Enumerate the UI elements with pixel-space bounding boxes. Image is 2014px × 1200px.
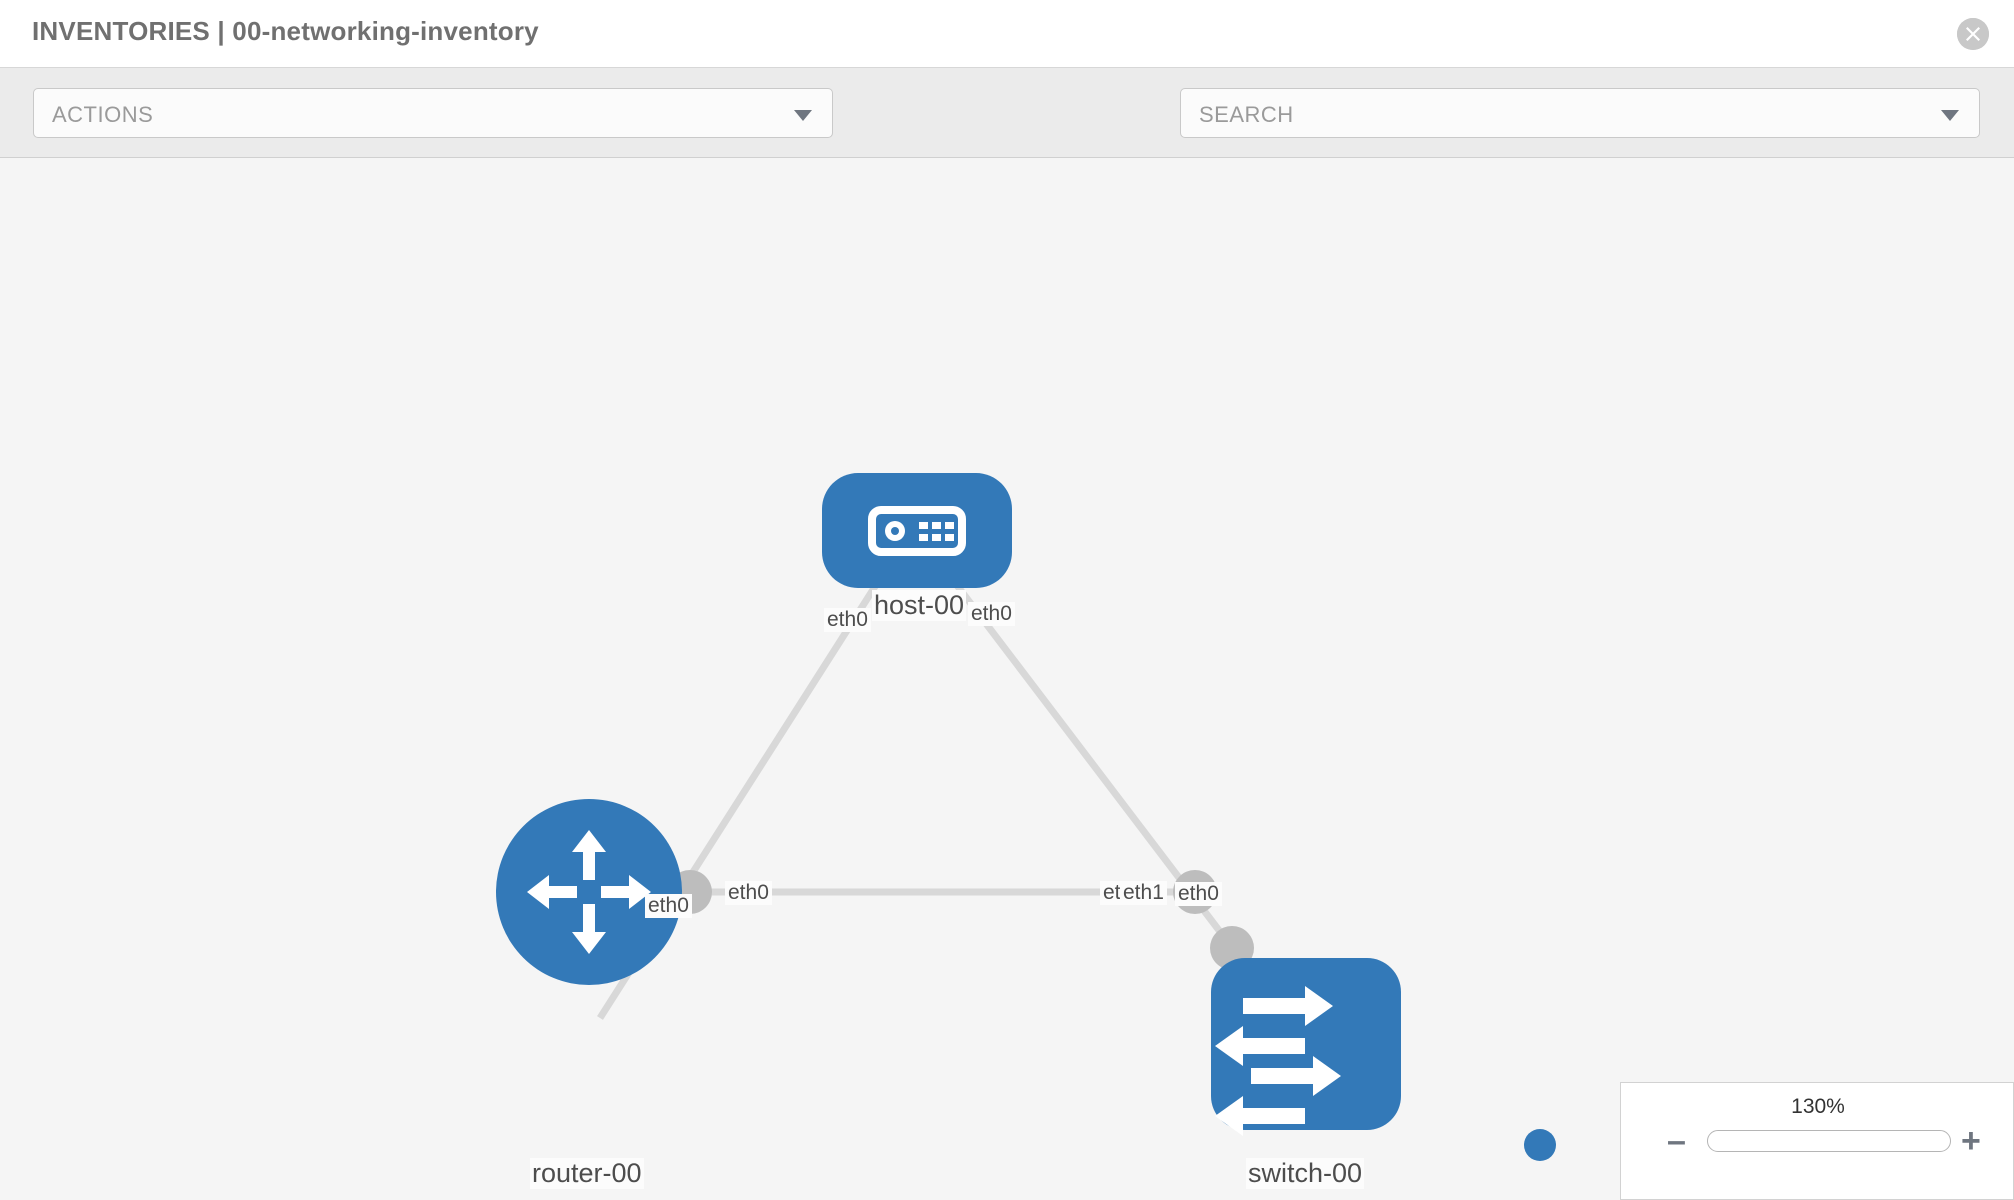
node-label-host-00: host-00	[872, 590, 967, 621]
zoom-out-button[interactable]: –	[1667, 1122, 1686, 1160]
iface-label-switch-left-b: eth1	[1120, 881, 1167, 905]
zoom-slider-thumb[interactable]	[1524, 1129, 1556, 1161]
actions-dropdown-label: ACTIONS	[52, 102, 154, 127]
topology-graph	[496, 473, 1401, 1136]
search-placeholder: SEARCH	[1199, 102, 1294, 127]
chevron-down-icon[interactable]	[1941, 110, 1959, 121]
page-title: INVENTORIES | 00-networking-inventory	[32, 16, 539, 46]
node-router-00	[496, 799, 682, 985]
topology-canvas[interactable]: host-00 router-00 switch-00 eth0 eth0 et…	[0, 158, 2014, 1200]
page-header: INVENTORIES | 00-networking-inventory	[0, 0, 2014, 68]
node-label-switch-00: switch-00	[1246, 1158, 1365, 1189]
node-label-router-00: router-00	[530, 1158, 644, 1189]
actions-dropdown[interactable]: ACTIONS	[33, 88, 833, 138]
zoom-in-button[interactable]: +	[1961, 1122, 1981, 1160]
node-host-00	[822, 473, 1012, 588]
zoom-slider-track[interactable]	[1707, 1130, 1951, 1152]
topology-links	[597, 560, 1243, 1020]
switch-arrows-icon	[1215, 986, 1341, 1136]
search-input[interactable]: SEARCH	[1180, 88, 1980, 138]
zoom-level-readout: 130%	[1791, 1095, 1845, 1118]
toolbar: ACTIONS SEARCH	[0, 68, 2014, 191]
chevron-down-icon	[794, 110, 812, 121]
iface-label-router-up: eth0	[645, 894, 692, 918]
router-arrows-icon	[527, 830, 651, 954]
close-icon[interactable]	[1957, 18, 1989, 50]
iface-label-switch-up: eth0	[1175, 882, 1222, 906]
iface-label-router-right: eth0	[725, 881, 772, 905]
node-switch-00	[1211, 958, 1401, 1136]
server-icon	[868, 506, 966, 556]
zoom-control-panel: 130% – +	[1620, 1082, 2014, 1200]
iface-label-host-left: eth0	[824, 608, 871, 632]
iface-label-host-right: eth0	[968, 602, 1015, 626]
